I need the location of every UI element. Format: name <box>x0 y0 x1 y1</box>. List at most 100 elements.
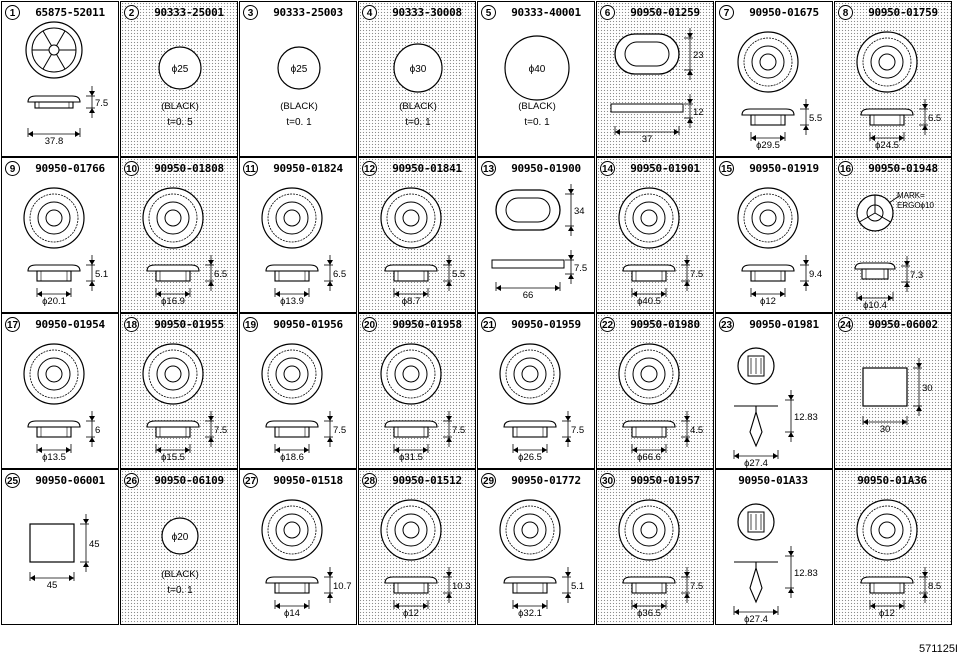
disc-diameter-label: ϕ25 <box>172 64 189 75</box>
diameter-dimension: 37.8 <box>45 136 64 147</box>
grommet-inner-ring <box>513 513 547 547</box>
item-number-badge: 25 <box>5 473 20 488</box>
grommet-hole <box>640 209 658 227</box>
arrowhead <box>83 562 89 567</box>
grommet-body-profile <box>274 426 310 438</box>
item-number-badge: 21 <box>481 317 496 332</box>
height-dimension: 7.5 <box>95 98 108 109</box>
arrowhead <box>922 125 928 130</box>
grommet-hole <box>283 365 301 383</box>
item-number-badge: 4 <box>362 5 377 20</box>
grommet-hole <box>402 209 420 227</box>
part-number: 90950-06109 <box>154 474 224 487</box>
grommet-mid-ring <box>267 505 317 555</box>
grommet-flange-profile <box>27 264 81 272</box>
grommet-mid-ring <box>386 349 436 399</box>
part-drawing: ϕ40(BLACK)t=0. 1 <box>504 35 570 128</box>
grommet-body-profile <box>393 582 429 594</box>
part-number: 90950-01948 <box>868 162 938 175</box>
grommet-body-profile <box>750 114 786 126</box>
grommet-inner-ring <box>37 357 71 391</box>
part-number: 90950-01772 <box>511 474 581 487</box>
diameter-dimension: ϕ8.7 <box>402 296 421 307</box>
arrowhead <box>446 593 452 598</box>
item-number-badge: 20 <box>362 317 377 332</box>
grommet-inner-ring <box>513 357 547 391</box>
grommet-flange-profile <box>741 264 795 272</box>
arrowhead <box>208 281 214 286</box>
disc-diameter-label: ϕ30 <box>410 64 427 75</box>
height-dimension: 4.5 <box>690 425 703 436</box>
height-dimension: 34 <box>574 206 585 217</box>
arrowhead <box>780 291 785 297</box>
grommet-flange-profile <box>27 95 81 103</box>
height-dimension: 5.1 <box>95 269 108 280</box>
height-dimension: 12.83 <box>794 568 818 579</box>
part-number: 90950-01259 <box>630 6 700 19</box>
arrowhead <box>89 437 95 442</box>
disc-diameter-label: ϕ40 <box>529 64 546 75</box>
arrowhead <box>30 575 35 581</box>
grommet-body-profile <box>631 270 667 282</box>
arrowhead <box>922 572 928 577</box>
diameter-dimension: ϕ29.5 <box>756 140 780 151</box>
height-dimension: 30 <box>922 383 933 394</box>
part-drawing: ϕ25(BLACK)t=0. 5 <box>158 46 202 128</box>
part-number: 90333-25001 <box>154 6 224 19</box>
part-drawing: ϕ13.56 <box>23 343 100 463</box>
arrowhead <box>185 447 190 453</box>
item-number-badge: 27 <box>243 473 258 488</box>
arrowhead <box>684 572 690 577</box>
arrowhead <box>446 416 452 421</box>
grommet-flange-profile <box>146 420 200 428</box>
part-number: 90950-01A33 <box>738 474 808 487</box>
arrowhead <box>394 447 399 453</box>
arrowhead <box>568 274 574 279</box>
height-dimension: 5.5 <box>809 113 822 124</box>
arrowhead <box>870 135 875 141</box>
diameter-dimension: ϕ26.5 <box>518 452 542 463</box>
arrowhead <box>916 406 922 411</box>
grommet-mid-ring <box>505 505 555 555</box>
height-dimension: 7.5 <box>571 425 584 436</box>
diameter-dimension: ϕ16.9 <box>161 296 185 307</box>
diameter-dimension: ϕ40.5 <box>637 296 661 307</box>
height-dimension: 7.5 <box>690 269 703 280</box>
grommet-inner-ring <box>394 513 428 547</box>
arrowhead <box>632 447 637 453</box>
arrowhead <box>37 447 42 453</box>
arrowhead <box>446 281 452 286</box>
arrowhead <box>89 260 95 265</box>
part-drawing: ϕ30(BLACK)t=0. 1 <box>393 43 443 128</box>
grommet-inner-ring <box>751 201 785 235</box>
part-drawing: 7.5 37.8 <box>25 21 108 147</box>
arrowhead <box>423 447 428 453</box>
arrowhead <box>684 437 690 442</box>
mark-note: ERGOϕ10 <box>897 201 934 210</box>
item-number-badge: 16 <box>838 161 853 176</box>
diameter-dimension: ϕ32.1 <box>518 608 542 619</box>
grommet-flange-profile <box>622 264 676 272</box>
diameter-dimension: ϕ18.6 <box>280 452 304 463</box>
height-dimension: 12.83 <box>794 412 818 423</box>
grommet-flange-profile <box>265 264 319 272</box>
arrowhead <box>687 99 693 104</box>
height-dimension: 6 <box>95 425 100 436</box>
square-seal-outline <box>29 523 75 563</box>
grommet-mid-ring <box>29 349 79 399</box>
diameter-dimension: ϕ27.4 <box>744 614 768 625</box>
part-drawing: ϕ13.96.5 <box>261 187 346 307</box>
grommet-flange-profile <box>854 262 896 270</box>
grommet-hole <box>521 521 539 539</box>
part-number: 90950-01766 <box>35 162 105 175</box>
arrowhead <box>513 603 518 609</box>
